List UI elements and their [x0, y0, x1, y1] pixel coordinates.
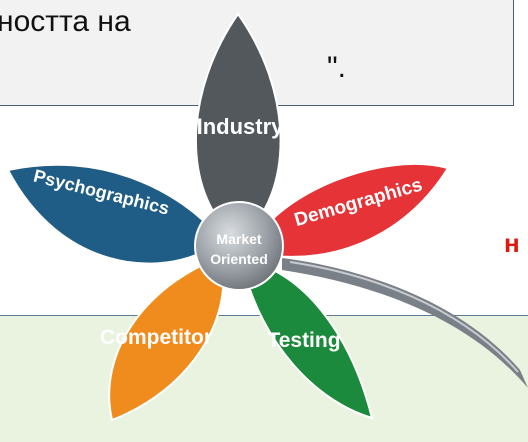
petal-psychographics	[6, 163, 222, 265]
text-box-line-1: ността на	[0, 5, 131, 38]
bottom-panel	[0, 315, 528, 442]
petal-industry	[194, 12, 282, 239]
petal-demographics	[254, 163, 450, 258]
side-text-fragment: н	[504, 228, 520, 258]
center-label-line-2: Oriented	[210, 251, 268, 267]
text-box-line-2: ".	[327, 51, 346, 84]
petal-competitor	[108, 254, 226, 422]
petal-label-testing: Testing	[267, 329, 340, 352]
flower-stem-highlight	[289, 261, 519, 373]
petal-label-industry: Industry	[197, 114, 285, 139]
petal-testing	[242, 260, 374, 420]
petal-label-competitor: Competitor	[100, 326, 212, 349]
center-circle	[194, 201, 284, 291]
flower-stem	[282, 258, 528, 388]
center-label-line-1: Market	[216, 231, 261, 247]
